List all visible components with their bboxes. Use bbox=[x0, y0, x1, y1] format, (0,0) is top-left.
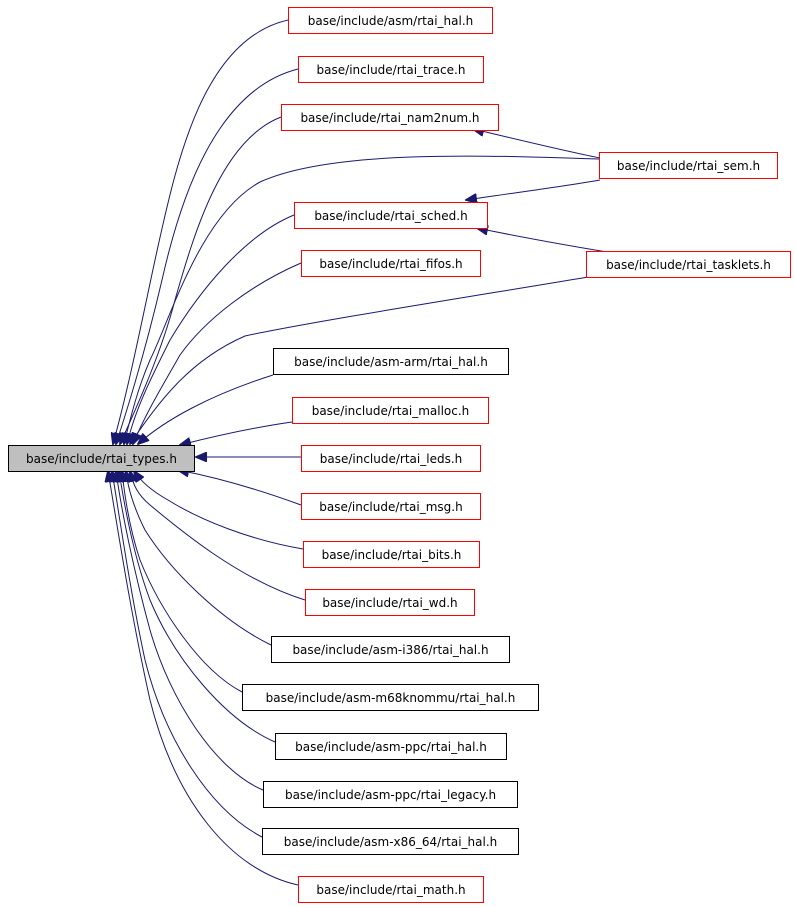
node-math[interactable]: base/include/rtai_math.h bbox=[298, 876, 484, 903]
node-sched[interactable]: base/include/rtai_sched.h bbox=[294, 202, 488, 229]
node-box bbox=[262, 828, 519, 855]
node-asm-hal[interactable]: base/include/asm/rtai_hal.h bbox=[288, 7, 493, 34]
node-label: base/include/asm-arm/rtai_hal.h bbox=[294, 355, 488, 369]
node-label: base/include/asm-ppc/rtai_hal.h bbox=[295, 740, 487, 754]
edges-layer bbox=[108, 19, 608, 886]
edge-malloc-to-rtai-types bbox=[180, 421, 293, 445]
node-label: base/include/rtai_sem.h bbox=[617, 159, 760, 173]
edge-ppc_hal-to-rtai-types bbox=[119, 471, 276, 743]
edge-ppc_legacy-to-rtai-types bbox=[116, 471, 264, 791]
edge-asm_hal-to-rtai-types bbox=[113, 19, 289, 444]
node-bits[interactable]: base/include/rtai_bits.h bbox=[303, 541, 480, 568]
node-label: base/include/rtai_nam2num.h bbox=[300, 111, 479, 125]
node-leds[interactable]: base/include/rtai_leds.h bbox=[301, 445, 481, 472]
node-label: base/include/rtai_types.h bbox=[26, 452, 177, 466]
node-box bbox=[301, 493, 481, 520]
node-label: base/include/rtai_math.h bbox=[316, 883, 465, 897]
edge-x86_64_hal-to-rtai-types bbox=[112, 471, 263, 838]
edge-math-to-rtai-types bbox=[108, 471, 299, 886]
edge-arm_hal-to-rtai-types bbox=[138, 374, 274, 444]
node-box bbox=[242, 684, 539, 711]
node-box bbox=[586, 251, 791, 278]
node-box bbox=[301, 250, 481, 277]
edge-bits-to-rtai-types bbox=[134, 471, 304, 550]
edge-trace-to-rtai-types bbox=[116, 68, 299, 444]
node-box bbox=[301, 445, 481, 472]
node-label: base/include/rtai_fifos.h bbox=[319, 257, 462, 271]
node-box bbox=[599, 152, 778, 179]
node-box bbox=[271, 636, 510, 663]
node-label: base/include/rtai_wd.h bbox=[322, 596, 457, 610]
node-box bbox=[288, 7, 493, 34]
node-i386-hal[interactable]: base/include/asm-i386/rtai_hal.h bbox=[271, 636, 510, 663]
node-arm-hal[interactable]: base/include/asm-arm/rtai_hal.h bbox=[273, 348, 509, 375]
edge-fifos-to-rtai-types bbox=[133, 262, 302, 444]
node-tasklets[interactable]: base/include/rtai_tasklets.h bbox=[586, 251, 791, 278]
node-label: base/include/asm-x86_64/rtai_hal.h bbox=[284, 835, 498, 849]
node-wd[interactable]: base/include/rtai_wd.h bbox=[305, 589, 475, 616]
edge-m68k_hal-to-rtai-types bbox=[122, 471, 243, 693]
node-box bbox=[292, 397, 489, 424]
node-label: base/include/asm/rtai_hal.h bbox=[308, 14, 474, 28]
node-label: base/include/rtai_leds.h bbox=[320, 452, 463, 466]
node-trace[interactable]: base/include/rtai_trace.h bbox=[298, 56, 484, 83]
nodes-layer: base/include/rtai_types.h base/include/as… bbox=[8, 7, 791, 903]
edge-wd-to-rtai-types bbox=[130, 471, 306, 601]
node-m68k-hal[interactable]: base/include/asm-m68knommu/rtai_hal.h bbox=[242, 684, 539, 711]
node-fifos[interactable]: base/include/rtai_fifos.h bbox=[301, 250, 481, 277]
edge-tasklets-to-sched bbox=[477, 228, 608, 253]
root-node-rtai-types[interactable]: base/include/rtai_types.h bbox=[8, 445, 195, 472]
node-box bbox=[8, 445, 195, 472]
node-box bbox=[263, 781, 518, 808]
edge-nam2num-to-rtai-types bbox=[120, 116, 282, 444]
node-label: base/include/rtai_trace.h bbox=[317, 63, 466, 77]
node-box bbox=[298, 56, 484, 83]
node-label: base/include/asm-m68knommu/rtai_hal.h bbox=[266, 691, 516, 705]
node-box bbox=[281, 104, 499, 131]
node-box bbox=[294, 202, 488, 229]
node-nam2num[interactable]: base/include/rtai_nam2num.h bbox=[281, 104, 499, 131]
node-malloc[interactable]: base/include/rtai_malloc.h bbox=[292, 397, 489, 424]
node-label: base/include/asm-i386/rtai_hal.h bbox=[292, 643, 488, 657]
node-sem[interactable]: base/include/rtai_sem.h bbox=[599, 152, 778, 179]
edge-sem-to-rtai-types bbox=[124, 155, 600, 444]
node-ppc-legacy[interactable]: base/include/asm-ppc/rtai_legacy.h bbox=[263, 781, 518, 808]
node-label: base/include/rtai_bits.h bbox=[322, 548, 462, 562]
edge-sched-to-rtai-types bbox=[127, 214, 295, 444]
edge-i386_hal-to-rtai-types bbox=[126, 471, 272, 646]
node-msg[interactable]: base/include/rtai_msg.h bbox=[301, 493, 481, 520]
node-label: base/include/rtai_sched.h bbox=[314, 209, 467, 223]
node-label: base/include/asm-ppc/rtai_legacy.h bbox=[285, 788, 496, 802]
edge-sem-to-sched bbox=[466, 179, 601, 200]
edge-msg-to-rtai-types bbox=[178, 470, 302, 506]
node-label: base/include/rtai_msg.h bbox=[319, 500, 462, 514]
node-box bbox=[298, 876, 484, 903]
node-ppc-hal[interactable]: base/include/asm-ppc/rtai_hal.h bbox=[275, 733, 507, 760]
edge-sem-to-nam2num bbox=[473, 129, 601, 159]
node-box bbox=[303, 541, 480, 568]
node-box bbox=[273, 348, 509, 375]
node-x86-64-hal[interactable]: base/include/asm-x86_64/rtai_hal.h bbox=[262, 828, 519, 855]
node-label: base/include/rtai_malloc.h bbox=[312, 404, 470, 418]
node-box bbox=[305, 589, 475, 616]
edge-tasklets-to-rtai-types bbox=[130, 273, 607, 444]
node-box bbox=[275, 733, 507, 760]
node-label: base/include/rtai_tasklets.h bbox=[606, 258, 771, 272]
